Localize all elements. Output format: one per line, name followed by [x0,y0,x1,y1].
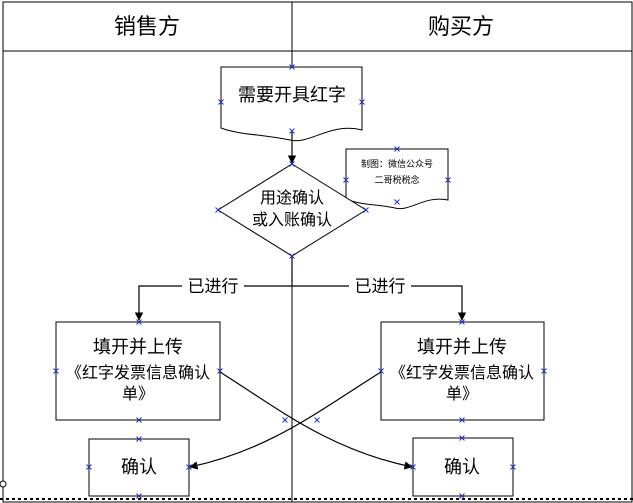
connection-handle-icon [282,417,288,423]
connection-handle-icon [459,319,465,325]
decision-line2: 或入账确认 [252,210,332,229]
note-document-node: 制图：微信公众号 二哥税税念 [345,148,449,210]
start-document-node[interactable]: 需要开具红字 [220,66,363,142]
connection-handle-icon [215,207,221,213]
connection-handle-icon [394,199,400,205]
start-document-label: 需要开具红字 [238,85,346,106]
selection-handles [53,64,547,499]
seller-upload-line1: 《红字发票信息确认 [66,363,210,382]
edge-buyer-to-seller-confirm [189,371,382,470]
seller-confirm-node[interactable]: 确认 [88,438,190,497]
connection-handle-icon [510,464,516,470]
connection-handle-icon [136,493,142,499]
connection-handle-icon [359,99,365,105]
connection-handle-icon [459,435,465,441]
buyer-upload-line2: 单》 [446,384,478,403]
seller-upload-line2: 单》 [122,384,154,403]
connection-handle-icon [86,464,92,470]
buyer-upload-node[interactable]: 填开并上传 《红字发票信息确认 单》 [380,321,545,421]
connection-handle-icon [289,128,295,134]
edge-right-branch [292,285,467,321]
connection-handle-icon [136,417,142,423]
note-line1: 制图：微信公众号 [361,158,433,170]
connection-handle-icon [410,464,416,470]
page-anchor-dot [0,480,7,488]
connection-handle-icon [217,368,223,374]
connection-handle-icon [343,177,349,183]
left-label-bg [182,275,244,297]
note-line2: 二哥税税念 [374,174,419,186]
right-label-bg [349,275,411,297]
seller-upload-node[interactable]: 填开并上传 《红字发票信息确认 单》 [55,321,221,421]
connection-handle-icon [289,161,295,167]
buyer-confirm-label: 确认 [444,457,480,478]
buyer-confirm-node[interactable]: 确认 [412,437,514,497]
connection-handle-icon [53,368,59,374]
connection-handle-icon [363,207,369,213]
connection-handle-icon [541,368,547,374]
connection-handle-icon [136,436,142,442]
connection-handle-icon [218,99,224,105]
buyer-upload-title: 填开并上传 [417,337,507,358]
lane-title-buyer: 购买方 [428,15,494,40]
edge-seller-to-buyer-confirm [219,371,413,470]
connection-handle-icon [459,417,465,423]
decision-node[interactable]: 用途确认 或入账确认 [217,163,367,257]
connection-handle-icon [459,493,465,499]
edge-label-left: 已进行 [188,277,239,297]
connection-handle-icon [136,319,142,325]
connection-handle-icon [186,464,192,470]
connection-handle-icon [289,64,295,70]
connection-handle-icon [394,146,400,152]
seller-confirm-label: 确认 [121,457,157,478]
buyer-upload-line1: 《红字发票信息确认 [390,363,534,382]
connection-handle-icon [378,368,384,374]
connection-handle-icon [314,417,320,423]
connection-handle-icon [289,253,295,259]
connection-handle-icon [445,177,451,183]
lane-title-seller: 销售方 [114,15,180,40]
seller-upload-title: 填开并上传 [93,337,183,358]
edge-label-right: 已进行 [355,277,406,297]
decision-line1: 用途确认 [260,188,324,207]
